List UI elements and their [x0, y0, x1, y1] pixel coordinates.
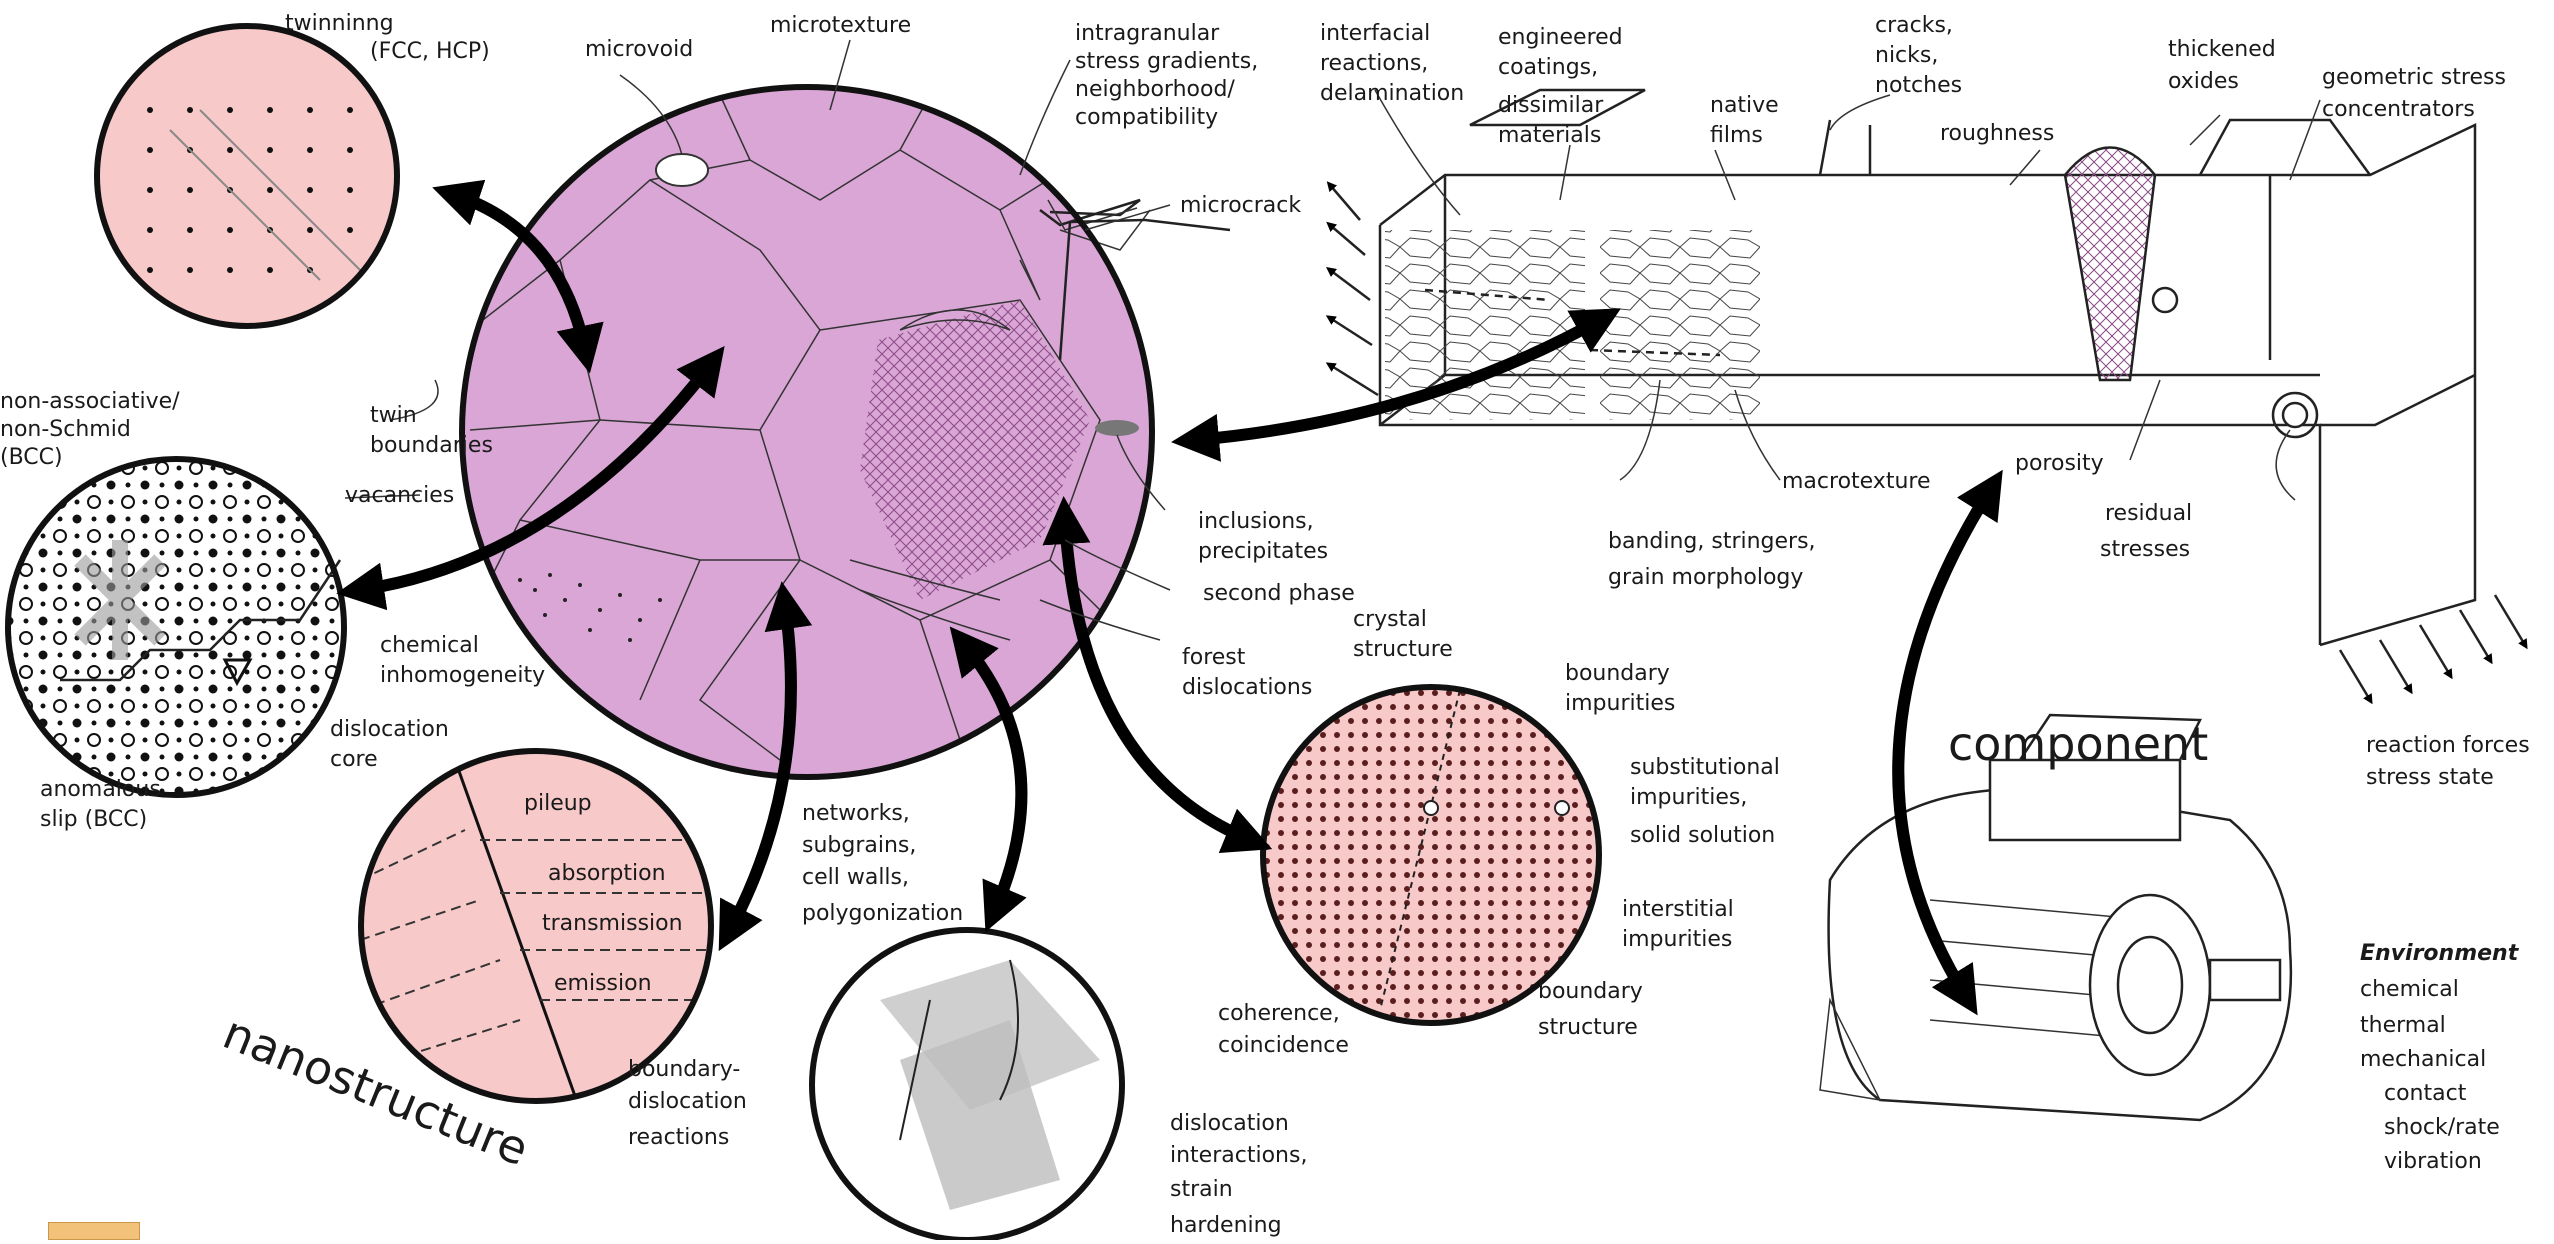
label-banding-1: grain morphology	[1608, 565, 1803, 590]
label-vacancies: vacancies	[345, 483, 454, 508]
scale-title-component: component	[1948, 717, 2208, 771]
label-native-films-0: native	[1710, 93, 1779, 118]
label-twinning-sub: (FCC, HCP)	[370, 39, 490, 64]
label-environment-item-2: mechanical	[2360, 1047, 2486, 1072]
label-crystal-structure-1: structure	[1353, 637, 1453, 662]
label-engineered-coatings-2: dissimilar	[1498, 93, 1604, 118]
label-microcrack: microcrack	[1180, 193, 1301, 218]
label-non-associative-2: (BCC)	[0, 445, 63, 470]
label-interfacial-1: reactions,	[1320, 51, 1428, 76]
label-coherence-0: coherence,	[1218, 1001, 1340, 1026]
label-boundary-dislocation-1: dislocation	[628, 1089, 747, 1114]
label-geometric-stress-1: concentrators	[2322, 97, 2475, 122]
label-anomalous-slip-1: slip (BCC)	[40, 807, 147, 832]
label-intragranular-2: neighborhood/	[1075, 77, 1235, 102]
label-interstitial-1: impurities	[1622, 927, 1732, 952]
label-thickened-oxides-1: oxides	[2168, 69, 2239, 94]
label-cracks-2: notches	[1875, 73, 1962, 98]
label-interfacial-0: interfacial	[1320, 21, 1430, 46]
label-roughness: roughness	[1940, 121, 2054, 146]
label-forest-dislocations-1: dislocations	[1182, 675, 1312, 700]
label-coherence-1: coincidence	[1218, 1033, 1349, 1058]
label-boundary-dislocation-0: boundary-	[628, 1057, 740, 1082]
label-dislocation-core-1: core	[330, 747, 378, 772]
label-environment-item-0: chemical	[2360, 977, 2459, 1002]
label-environment-item-1: thermal	[2360, 1013, 2446, 1038]
label-absorption: absorption	[548, 861, 666, 886]
label-chemical-inhomogeneity-1: inhomogeneity	[380, 663, 545, 688]
twinning-circle	[97, 26, 397, 326]
label-emission: emission	[554, 971, 652, 996]
label-boundary-dislocation-2: reactions	[628, 1125, 729, 1150]
label-twin-boundaries-0: twin	[370, 403, 417, 428]
label-second-phase: second phase	[1203, 581, 1355, 606]
label-cracks-1: nicks,	[1875, 43, 1938, 68]
label-networks-1: subgrains,	[802, 833, 916, 858]
label-boundary-impurities-1: impurities	[1565, 691, 1675, 716]
label-residual-stresses-1: stresses	[2100, 537, 2190, 562]
microstructure-circle	[462, 87, 1230, 777]
label-non-associative-0: non-associative/	[0, 389, 180, 414]
bcc-lattice-circle	[0, 450, 360, 810]
label-environment-item-3: contact	[2384, 1081, 2467, 1106]
label-inclusions-0: inclusions,	[1198, 509, 1314, 534]
label-reaction-forces-0: reaction forces	[2366, 733, 2530, 758]
viewer-thumbnail-tab[interactable]	[48, 1222, 140, 1240]
dislocation-interaction-circle	[812, 930, 1122, 1240]
label-porosity: porosity	[2015, 451, 2104, 476]
label-substitutional-0: substitutional	[1630, 755, 1780, 780]
label-non-associative-1: non-Schmid	[0, 417, 131, 442]
label-macrotexture: macrotexture	[1782, 469, 1931, 494]
label-twin-boundaries-1: boundaries	[370, 433, 493, 458]
label-engineered-coatings-3: materials	[1498, 123, 1601, 148]
label-intragranular-0: intragranular	[1075, 21, 1220, 46]
label-thickened-oxides-0: thickened	[2168, 37, 2276, 62]
label-boundary-structure-0: boundary	[1538, 979, 1643, 1004]
label-networks-3: polygonization	[802, 901, 963, 926]
label-interstitial-0: interstitial	[1622, 897, 1734, 922]
label-dislocation-interactions-2: strain	[1170, 1177, 1233, 1202]
label-dislocation-interactions-0: dislocation	[1170, 1111, 1289, 1136]
label-forest-dislocations-0: forest	[1182, 645, 1246, 670]
crystal-structure-circle	[1263, 687, 1599, 1023]
label-pileup: pileup	[524, 791, 592, 816]
label-banding-0: banding, stringers,	[1608, 529, 1816, 554]
label-microtexture: microtexture	[770, 13, 911, 38]
label-crystal-structure-0: crystal	[1353, 607, 1427, 632]
label-geometric-stress-0: geometric stress	[2322, 65, 2506, 90]
label-dislocation-core-0: dislocation	[330, 717, 449, 742]
label-interfacial-2: delamination	[1320, 81, 1464, 106]
label-twinning: twinninng	[285, 11, 394, 36]
label-substitutional-2: solid solution	[1630, 823, 1775, 848]
electric-motor-drawing	[1820, 715, 2291, 1120]
label-networks-0: networks,	[802, 801, 910, 826]
label-microvoid: microvoid	[585, 37, 693, 62]
label-dislocation-interactions-1: interactions,	[1170, 1143, 1307, 1168]
label-substitutional-1: impurities,	[1630, 785, 1747, 810]
label-boundary-impurities-0: boundary	[1565, 661, 1670, 686]
label-networks-2: cell walls,	[802, 865, 909, 890]
label-inclusions-1: precipitates	[1198, 539, 1328, 564]
label-cracks-0: cracks,	[1875, 13, 1953, 38]
label-anomalous-slip-0: anomalous	[40, 777, 161, 802]
label-transmission: transmission	[542, 911, 683, 936]
label-boundary-structure-1: structure	[1538, 1015, 1638, 1040]
label-environment-item-5: vibration	[2384, 1149, 2482, 1174]
label-chemical-inhomogeneity-0: chemical	[380, 633, 479, 658]
label-environment-title: Environment	[2360, 941, 2520, 966]
label-intragranular-3: compatibility	[1075, 105, 1218, 130]
label-engineered-coatings-1: coatings,	[1498, 55, 1598, 80]
label-native-films-1: films	[1710, 123, 1763, 148]
label-intragranular-1: stress gradients,	[1075, 49, 1258, 74]
label-dislocation-interactions-3: hardening	[1170, 1213, 1282, 1238]
label-reaction-forces-1: stress state	[2366, 765, 2494, 790]
label-environment-item-4: shock/rate	[2384, 1115, 2500, 1140]
label-residual-stresses-0: residual	[2105, 501, 2192, 526]
label-engineered-coatings-0: engineered	[1498, 25, 1623, 50]
